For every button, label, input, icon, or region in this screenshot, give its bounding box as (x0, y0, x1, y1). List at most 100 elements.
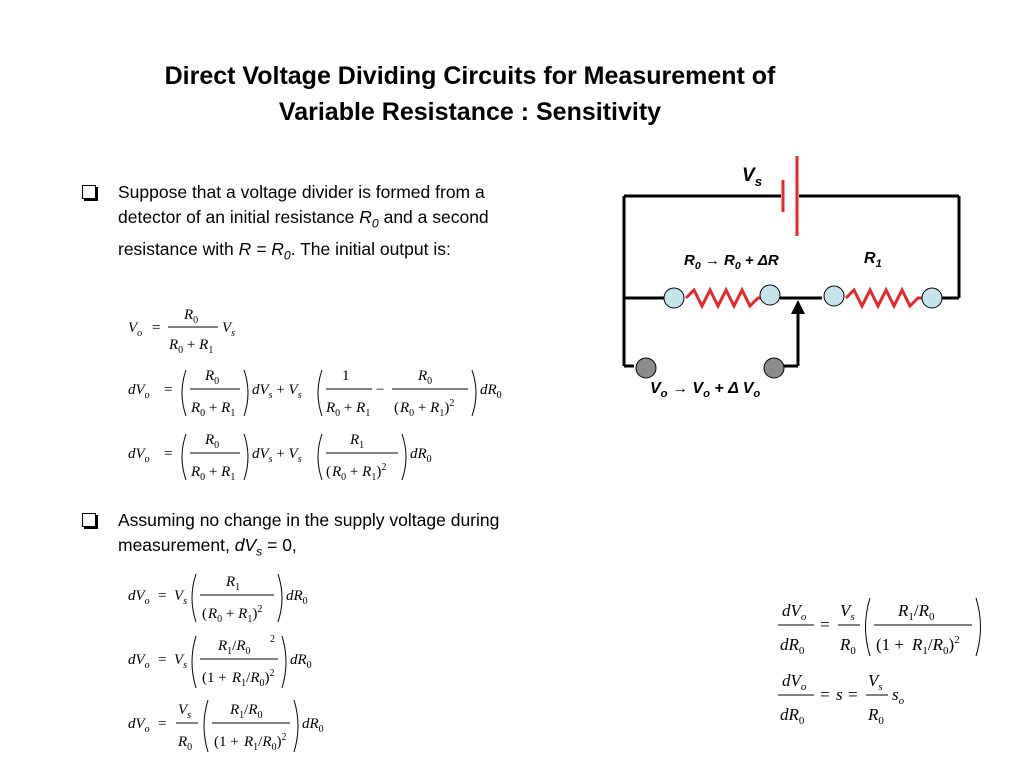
svg-text:=: = (820, 615, 830, 634)
svg-text:dVo: dVo (128, 446, 150, 465)
svg-text:2: 2 (270, 634, 275, 645)
node-output-right (763, 357, 785, 379)
svg-text:=: = (164, 382, 172, 398)
equation-dvo-3-figure: dVo = Vs R1 ( R0 + R1)2 dR0 (128, 573, 308, 625)
svg-text:R1: R1 (349, 432, 364, 451)
equation-sensitivity-2: dVo dR0 = s = Vs R0 so (778, 664, 938, 731)
svg-text:dVo: dVo (128, 652, 150, 671)
label-r1: R1 (864, 250, 882, 271)
svg-text:Vo: Vo (128, 320, 142, 339)
resistor-r1 (844, 286, 928, 310)
svg-text:dVo: dVo (128, 716, 150, 735)
svg-text:R0: R0 (839, 635, 856, 657)
bullet-1-sub-0: 0 (371, 216, 379, 231)
equation-dvo-3: dVo = Vs R1 ( R0 + R1)2 dR0 (128, 568, 348, 633)
svg-text:R1/R0: R1/R0 (217, 638, 251, 657)
checkbox-bullet-icon (82, 185, 96, 199)
svg-text:R1: R1 (225, 574, 240, 593)
equation-dvo-5: dVo = Vs R0 R1/R0 (1 + R1/R0)2 dR0 (128, 694, 358, 761)
svg-text:(1 +: (1 + (876, 635, 904, 654)
svg-text:=: = (848, 685, 858, 704)
svg-text:R0 + R1: R0 + R1 (168, 337, 213, 356)
node-r0-right (759, 284, 781, 306)
svg-text:R0 + R1: R0 + R1 (190, 400, 235, 419)
bullet-1-text-b: and a second resistance with (118, 207, 489, 259)
svg-text:(: ( (394, 400, 399, 416)
svg-text:=: = (158, 652, 166, 668)
equation-dvo-4-figure: dVo = Vs R1/R0 2 (1 + R1/R0)2 dR0 (128, 634, 312, 689)
bullet-2: Assuming no change in the supply voltage… (82, 508, 518, 565)
equation-sensitivity-2-figure: dVo dR0 = s = Vs R0 so (778, 671, 905, 727)
svg-text:R1/R0)2: R1/R0)2 (911, 634, 960, 657)
svg-text:R0 + R1)2: R0 + R1)2 (207, 604, 262, 625)
svg-text:=: = (152, 320, 160, 336)
svg-text:Vs: Vs (222, 320, 235, 339)
svg-text:R0 + R1)2: R0 + R1)2 (399, 398, 454, 419)
svg-text:Vs: Vs (178, 702, 191, 721)
svg-text:(1 +: (1 + (214, 734, 239, 750)
equation-vo: Vo = R0 R0 + R1 Vs (128, 305, 248, 365)
svg-text:s: s (836, 685, 843, 704)
svg-text:dVo: dVo (128, 382, 150, 401)
node-output-left (635, 357, 657, 379)
bullet-1-var-r: R (359, 207, 372, 227)
svg-text:R0 + R1)2: R0 + R1)2 (331, 462, 386, 483)
equation-dvo-2: dVo = R0 R0 + R1 dVs + Vs R1 ( R0 + R1)2… (128, 426, 448, 493)
svg-text:R1/R0: R1/R0 (229, 702, 263, 721)
svg-text:dR0: dR0 (286, 588, 308, 607)
checkbox-bullet-icon (82, 513, 96, 527)
bullet-2-text-a: Assuming no change in the supply voltage… (118, 510, 500, 555)
bullet-2-var-dv: dV (234, 535, 257, 555)
svg-text:R0 + R1: R0 + R1 (325, 400, 370, 419)
svg-text:R0: R0 (204, 368, 219, 387)
resistor-r0 (684, 286, 768, 310)
svg-text:(: ( (202, 606, 207, 622)
bullet-1-var-r-eq: R = R (238, 238, 284, 259)
svg-text:R0 + R1: R0 + R1 (190, 464, 235, 483)
bullet-1-text-a: Suppose that a voltage divider is formed… (118, 182, 485, 227)
svg-text:=: = (164, 446, 172, 462)
slide-title: Direct Voltage Dividing Circuits for Mea… (60, 58, 880, 130)
svg-text:(: ( (326, 464, 331, 480)
bullet-1-text-c: . The initial output is: (290, 238, 451, 259)
svg-text:dVo: dVo (782, 601, 807, 623)
bullet-1-sub-0b: 0 (283, 248, 291, 262)
svg-text:=: = (158, 716, 166, 732)
svg-text:dR0: dR0 (302, 716, 324, 735)
svg-text:R0: R0 (177, 734, 192, 753)
label-vs: Vs (742, 165, 763, 189)
bullet-2-text-b: = 0, (262, 535, 297, 555)
node-r1-left (823, 285, 845, 307)
svg-text:1: 1 (342, 368, 350, 384)
bullet-2-sub-s: s (256, 544, 263, 559)
svg-text:R0: R0 (867, 705, 884, 727)
svg-text:R1/R0)2: R1/R0)2 (231, 668, 275, 689)
svg-text:dR0: dR0 (780, 705, 805, 727)
svg-text:R1/R0: R1/R0 (897, 601, 935, 623)
svg-text:so: so (892, 685, 905, 707)
svg-text:Vs: Vs (868, 671, 883, 693)
arrow-head-icon (791, 300, 805, 314)
svg-text:R0: R0 (183, 307, 198, 326)
svg-text:(1 +: (1 + (202, 670, 227, 686)
svg-text:Vs: Vs (174, 652, 187, 671)
svg-text:dR0: dR0 (780, 635, 805, 657)
equation-sensitivity-1: dVo dR0 = Vs R0 R1/R0 (1 + R1/R0)2 (778, 594, 998, 665)
svg-text:Vs: Vs (174, 588, 187, 607)
svg-text:=: = (820, 685, 830, 704)
svg-text:dR0: dR0 (410, 446, 432, 465)
equation-vo-figure: Vo = R0 R0 + R1 Vs (128, 307, 235, 356)
svg-text:R1/R0)2: R1/R0)2 (243, 732, 287, 753)
title-line-1: Direct Voltage Dividing Circuits for Mea… (164, 62, 776, 90)
equation-dvo-1: dVo = R0 R0 + R1 dVs + Vs 1 R0 + R1 − R0… (128, 362, 518, 429)
svg-text:dVs + Vs: dVs + Vs (252, 382, 302, 401)
svg-text:dVo: dVo (128, 588, 150, 607)
title-line-2: Variable Resistance : Sensitivity (278, 98, 662, 126)
equation-dvo-5-figure: dVo = Vs R0 R1/R0 (1 + R1/R0)2 dR0 (128, 699, 324, 753)
svg-text:dVo: dVo (782, 671, 807, 693)
equation-sensitivity-1-figure: dVo dR0 = Vs R0 R1/R0 (1 + R1/R0)2 (778, 597, 981, 657)
circuit-diagram (622, 156, 961, 379)
svg-text:dVs + Vs: dVs + Vs (252, 446, 302, 465)
bullet-1: Suppose that a voltage divider is formed… (82, 180, 518, 268)
svg-text:=: = (158, 588, 166, 604)
